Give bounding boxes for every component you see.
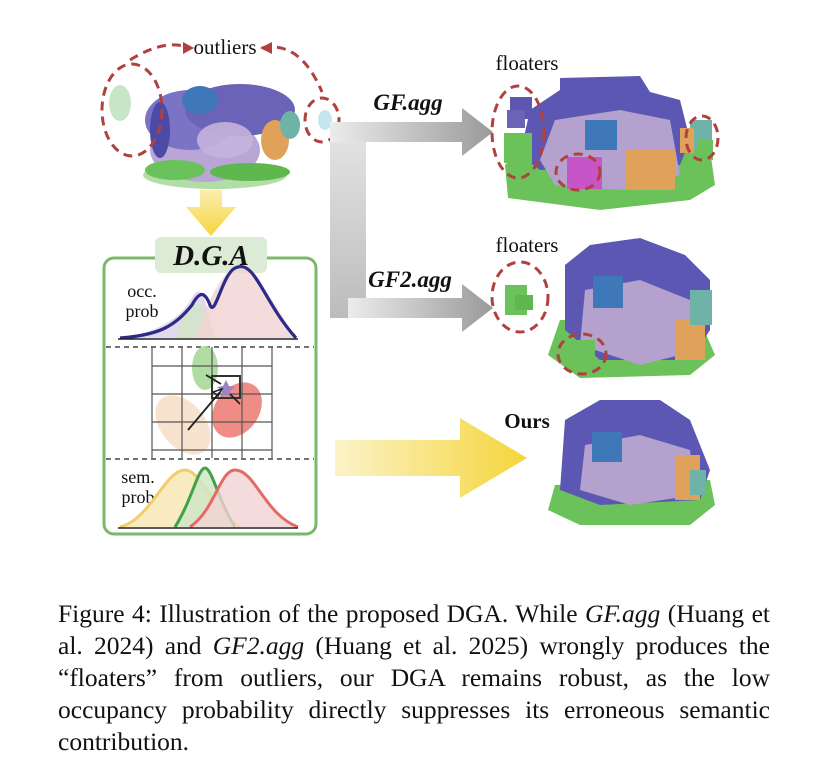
dga-figure: outliers GF.agg GF2.agg D.G.A occ. prob	[100, 35, 720, 536]
figure-caption: Figure 4: Illustration of the proposed D…	[58, 598, 770, 758]
ours-voxel-result	[548, 400, 715, 525]
gaussian-scene-input	[109, 84, 332, 189]
sem-prob-label-1: sem.	[121, 467, 155, 487]
caption-gf-cite: (Huang et al. 2024) and	[58, 598, 770, 660]
gf2-agg-label: GF2.agg	[368, 267, 452, 292]
caption-gf2-cite: (Huang et al. 2025) wrongly produces the…	[58, 630, 770, 756]
outliers-label: outliers	[194, 35, 257, 59]
gf2-agg-voxel-result	[505, 238, 715, 378]
floaters-label-mid: floaters	[496, 233, 559, 257]
occ-prob-label-1: occ.	[127, 281, 156, 301]
outlier-pointer-arrows	[183, 42, 272, 54]
caption-prefix: Figure 4: Illustration of the proposed D…	[58, 598, 585, 628]
sem-prob-curves	[118, 466, 299, 529]
gaussian-grid	[151, 346, 273, 458]
caption-gf-name: GF.agg	[584, 598, 661, 628]
gf-agg-label: GF.agg	[373, 90, 442, 115]
gf-agg-floater-rings	[490, 84, 720, 192]
dga-title-badge	[155, 237, 267, 273]
occ-prob-curves	[118, 264, 298, 340]
gf-agg-voxel-result	[504, 76, 715, 210]
ours-arrow	[335, 418, 527, 498]
ours-label: Ours	[504, 409, 550, 433]
gray-arrows	[330, 108, 493, 332]
gf2-agg-floater-rings	[490, 260, 608, 376]
occ-prob-label-2: prob	[126, 301, 159, 321]
caption-gf2-name: GF2.agg	[212, 630, 305, 660]
floaters-label-top: floaters	[496, 51, 559, 75]
down-arrow	[186, 190, 236, 236]
sem-prob-label-2: prob	[122, 487, 155, 507]
